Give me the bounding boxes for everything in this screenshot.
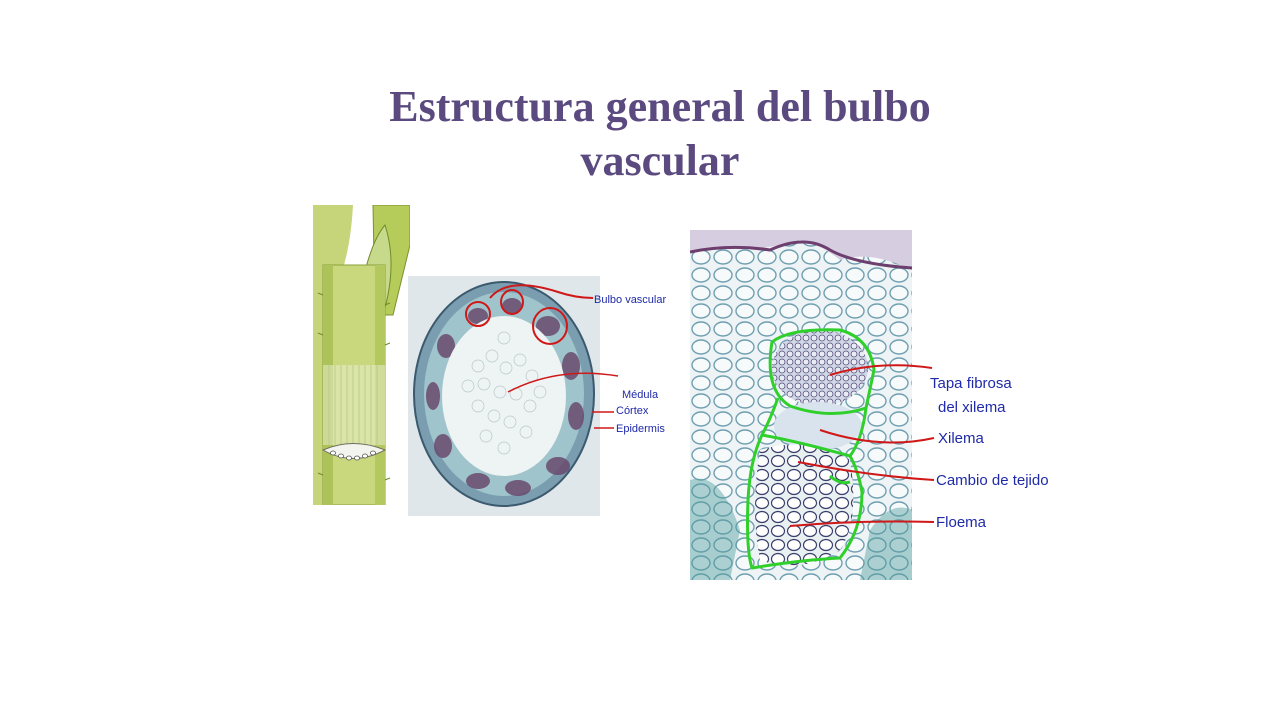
title-line-2: vascular: [580, 136, 740, 185]
stem-illustration: [313, 205, 410, 505]
label-xilema: Xilema: [938, 430, 985, 447]
slide-title: Estructura general del bulbo vascular: [330, 80, 990, 188]
label-bulbo-vascular: Bulbo vascular: [594, 294, 666, 306]
label-floema: Floema: [936, 514, 987, 531]
label-epidermis: Epidermis: [616, 423, 665, 435]
label-tapa-fibrosa: Tapa fibrosa: [930, 375, 1012, 392]
label-medula: Médula: [622, 389, 659, 401]
label-del-xilema: del xilema: [938, 399, 1006, 416]
vascular-bundle-micrograph: Tapa fibrosa del xilema Xilema Cambio de…: [690, 230, 1060, 580]
label-cortex: Córtex: [616, 405, 649, 417]
cross-section-diagram: Bulbo vascular Médula Córtex Epidermis: [408, 276, 678, 516]
label-cambio-de-tejido: Cambio de tejido: [936, 472, 1049, 489]
title-line-1: Estructura general del bulbo: [389, 82, 931, 131]
